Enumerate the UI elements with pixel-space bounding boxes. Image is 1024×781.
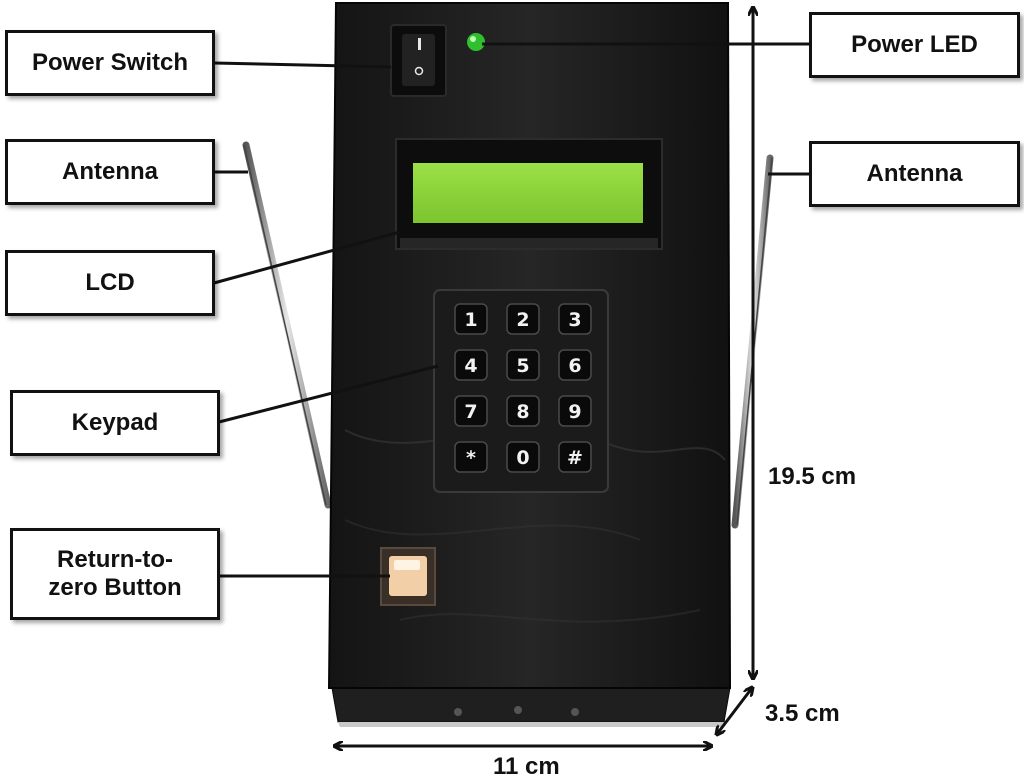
label-keypad: Keypad [10,390,220,456]
keypad-key[interactable]: 8 [506,395,540,427]
keypad-key[interactable]: 4 [454,349,488,381]
keypad-key[interactable]: 1 [454,303,488,335]
keypad-key[interactable]: 6 [558,349,592,381]
label-power-led: Power LED [809,12,1020,78]
power-led [467,33,485,51]
label-return-line-1: Return-to- [57,546,173,574]
lcd-screen [413,163,643,223]
keypad-key-label: 9 [568,401,581,423]
keypad-key[interactable]: * [454,441,488,473]
label-lcd: LCD [5,250,215,316]
keypad-key[interactable]: 7 [454,395,488,427]
keypad-key[interactable]: 2 [506,303,540,335]
dimension-height-label: 19.5 cm [768,463,857,490]
keypad-key-label: 2 [516,309,529,331]
device-base [331,687,731,723]
depth-dimension-arrow [717,688,752,734]
keypad-key-label: 6 [568,355,581,377]
label-power-switch: Power Switch [5,30,215,96]
leader-keypad [218,364,439,424]
keypad-key[interactable]: # [558,441,592,473]
keypad-key-label: 3 [568,309,581,331]
keypad-key-label: 1 [464,309,477,331]
leader-lcd [213,230,401,285]
keypad-key-label: 8 [516,401,529,423]
label-antenna-right: Antenna [809,141,1020,207]
dimension-width-label: 11 cm [493,753,560,780]
label-return-line-2: zero Button [48,574,182,601]
keypad-key-label: 5 [516,355,529,377]
keypad-key-label: 0 [516,447,529,469]
dimension-depth-label: 3.5 cm [765,700,840,727]
label-antenna-left: Antenna [5,139,215,205]
keypad-key[interactable]: 5 [506,349,540,381]
keypad-key[interactable]: 9 [558,395,592,427]
keypad-key-label: 7 [464,401,477,423]
keypad-key[interactable]: 3 [558,303,592,335]
antenna-left [242,141,332,509]
keypad-key[interactable]: 0 [506,441,540,473]
keypad-key-label: * [466,447,476,469]
keypad-key-label: # [567,447,583,469]
label-return-to-zero-button: Return-to- zero Button [10,528,220,620]
leader-power-switch [213,61,392,69]
keypad-key-label: 4 [464,355,477,377]
